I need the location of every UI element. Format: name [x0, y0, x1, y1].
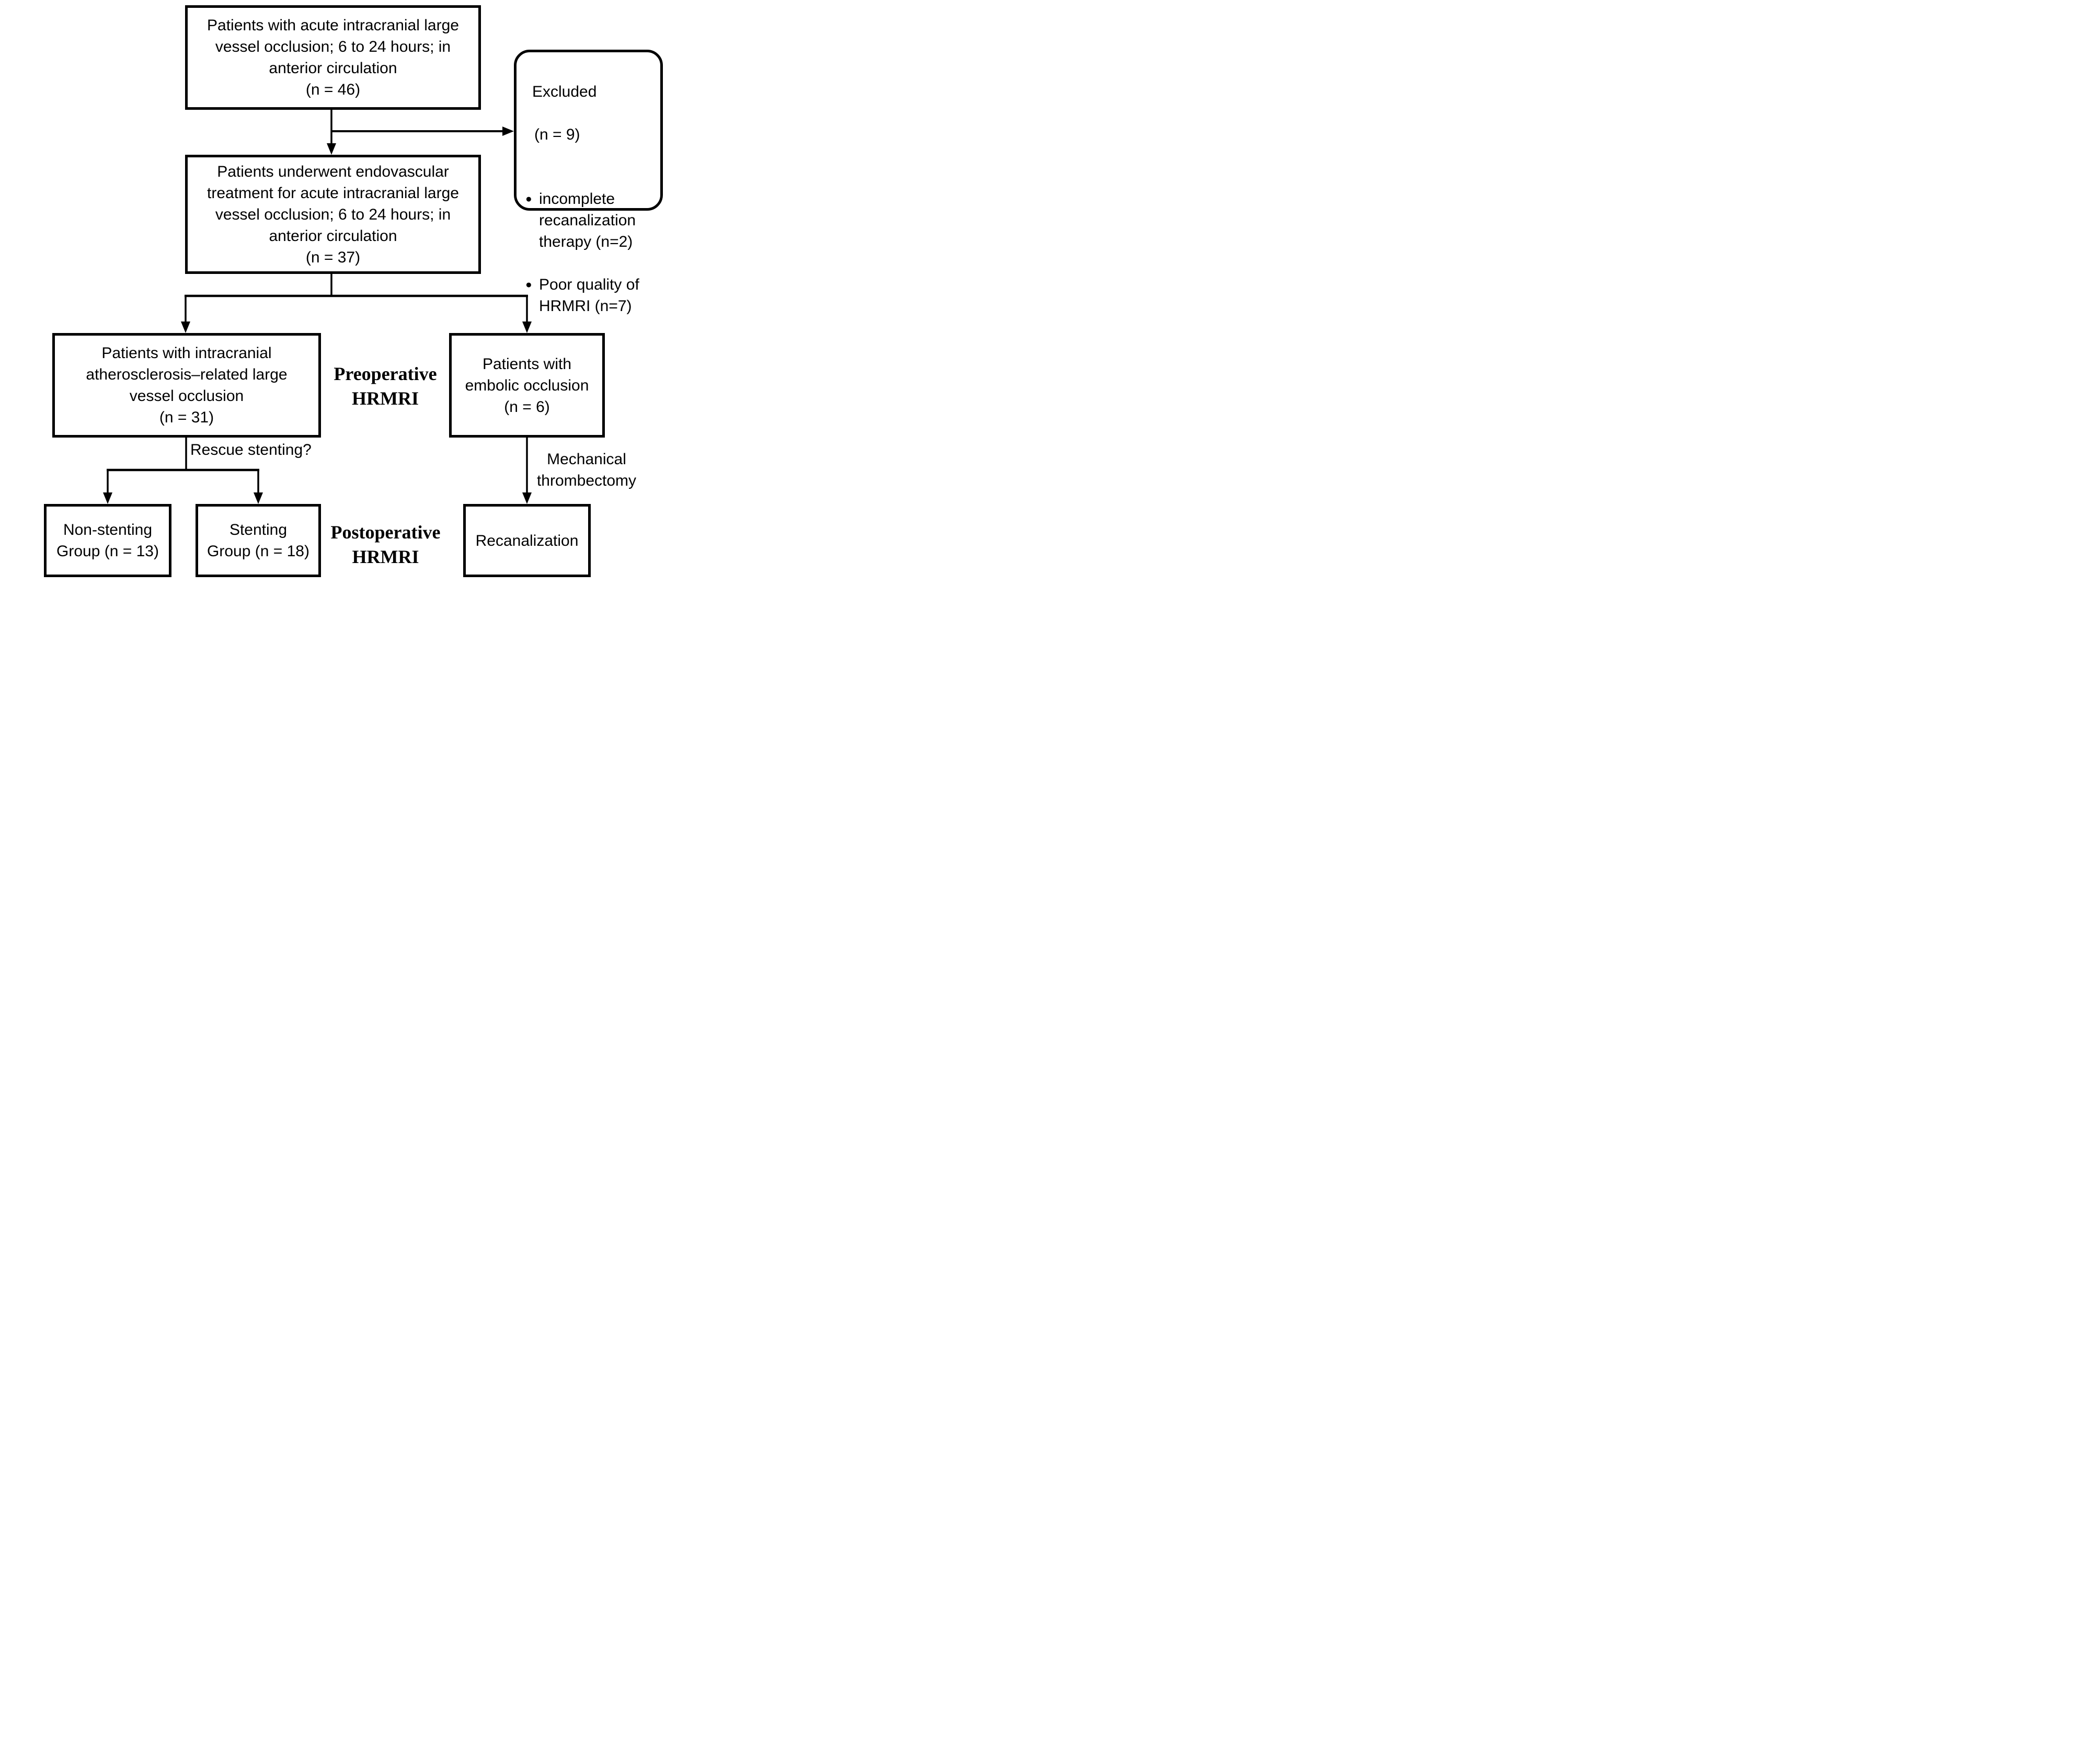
label-preoperative-hrmri: Preoperative HRMRI [334, 363, 437, 409]
excluded-reason-item: incomplete recanalization therapy (n=2) [525, 188, 655, 253]
arrowhead-into-non-stenting [103, 492, 112, 504]
node-non-stenting-group: Non-stenting Group (n = 13) [44, 504, 171, 577]
arrowhead-into-embolic [522, 322, 532, 333]
node-icas-occlusion: Patients with intracranial atheroscleros… [52, 333, 321, 438]
label-rescue-stenting: Rescue stenting? [190, 441, 312, 458]
arrowhead-into-icas [181, 322, 190, 333]
connector-lines [103, 110, 532, 504]
node-excluded: Excluded (n = 9) incomplete recanalizati… [514, 50, 663, 315]
arrowhead-into-excluded [502, 127, 514, 136]
excluded-reason-list: incomplete recanalization therapy (n=2) … [525, 167, 655, 338]
node-enrollment: Patients with acute intracranial large v… [185, 5, 481, 110]
excluded-title: Excluded [532, 83, 597, 100]
node-recanalization: Recanalization [463, 504, 591, 577]
node-embolic-occlusion: Patients with embolic occlusion (n = 6) [449, 333, 605, 438]
label-mechanical-thrombectomy: Mechanical thrombectomy [536, 451, 637, 489]
arrowhead-into-endovascular [327, 143, 336, 155]
node-endovascular-treatment: Patients underwent endovascular treatmen… [185, 155, 481, 274]
excluded-reason-item: Poor quality of HRMRI (n=7) [525, 274, 655, 317]
patient-flow-diagram: Patients with acute intracranial large v… [0, 0, 700, 586]
arrowhead-into-stenting [254, 492, 263, 504]
node-stenting-group: Stenting Group (n = 18) [196, 504, 321, 577]
label-postoperative-hrmri: Postoperative HRMRI [330, 522, 441, 567]
arrowhead-into-recanalization [522, 492, 532, 504]
excluded-count: (n = 9) [534, 126, 580, 143]
